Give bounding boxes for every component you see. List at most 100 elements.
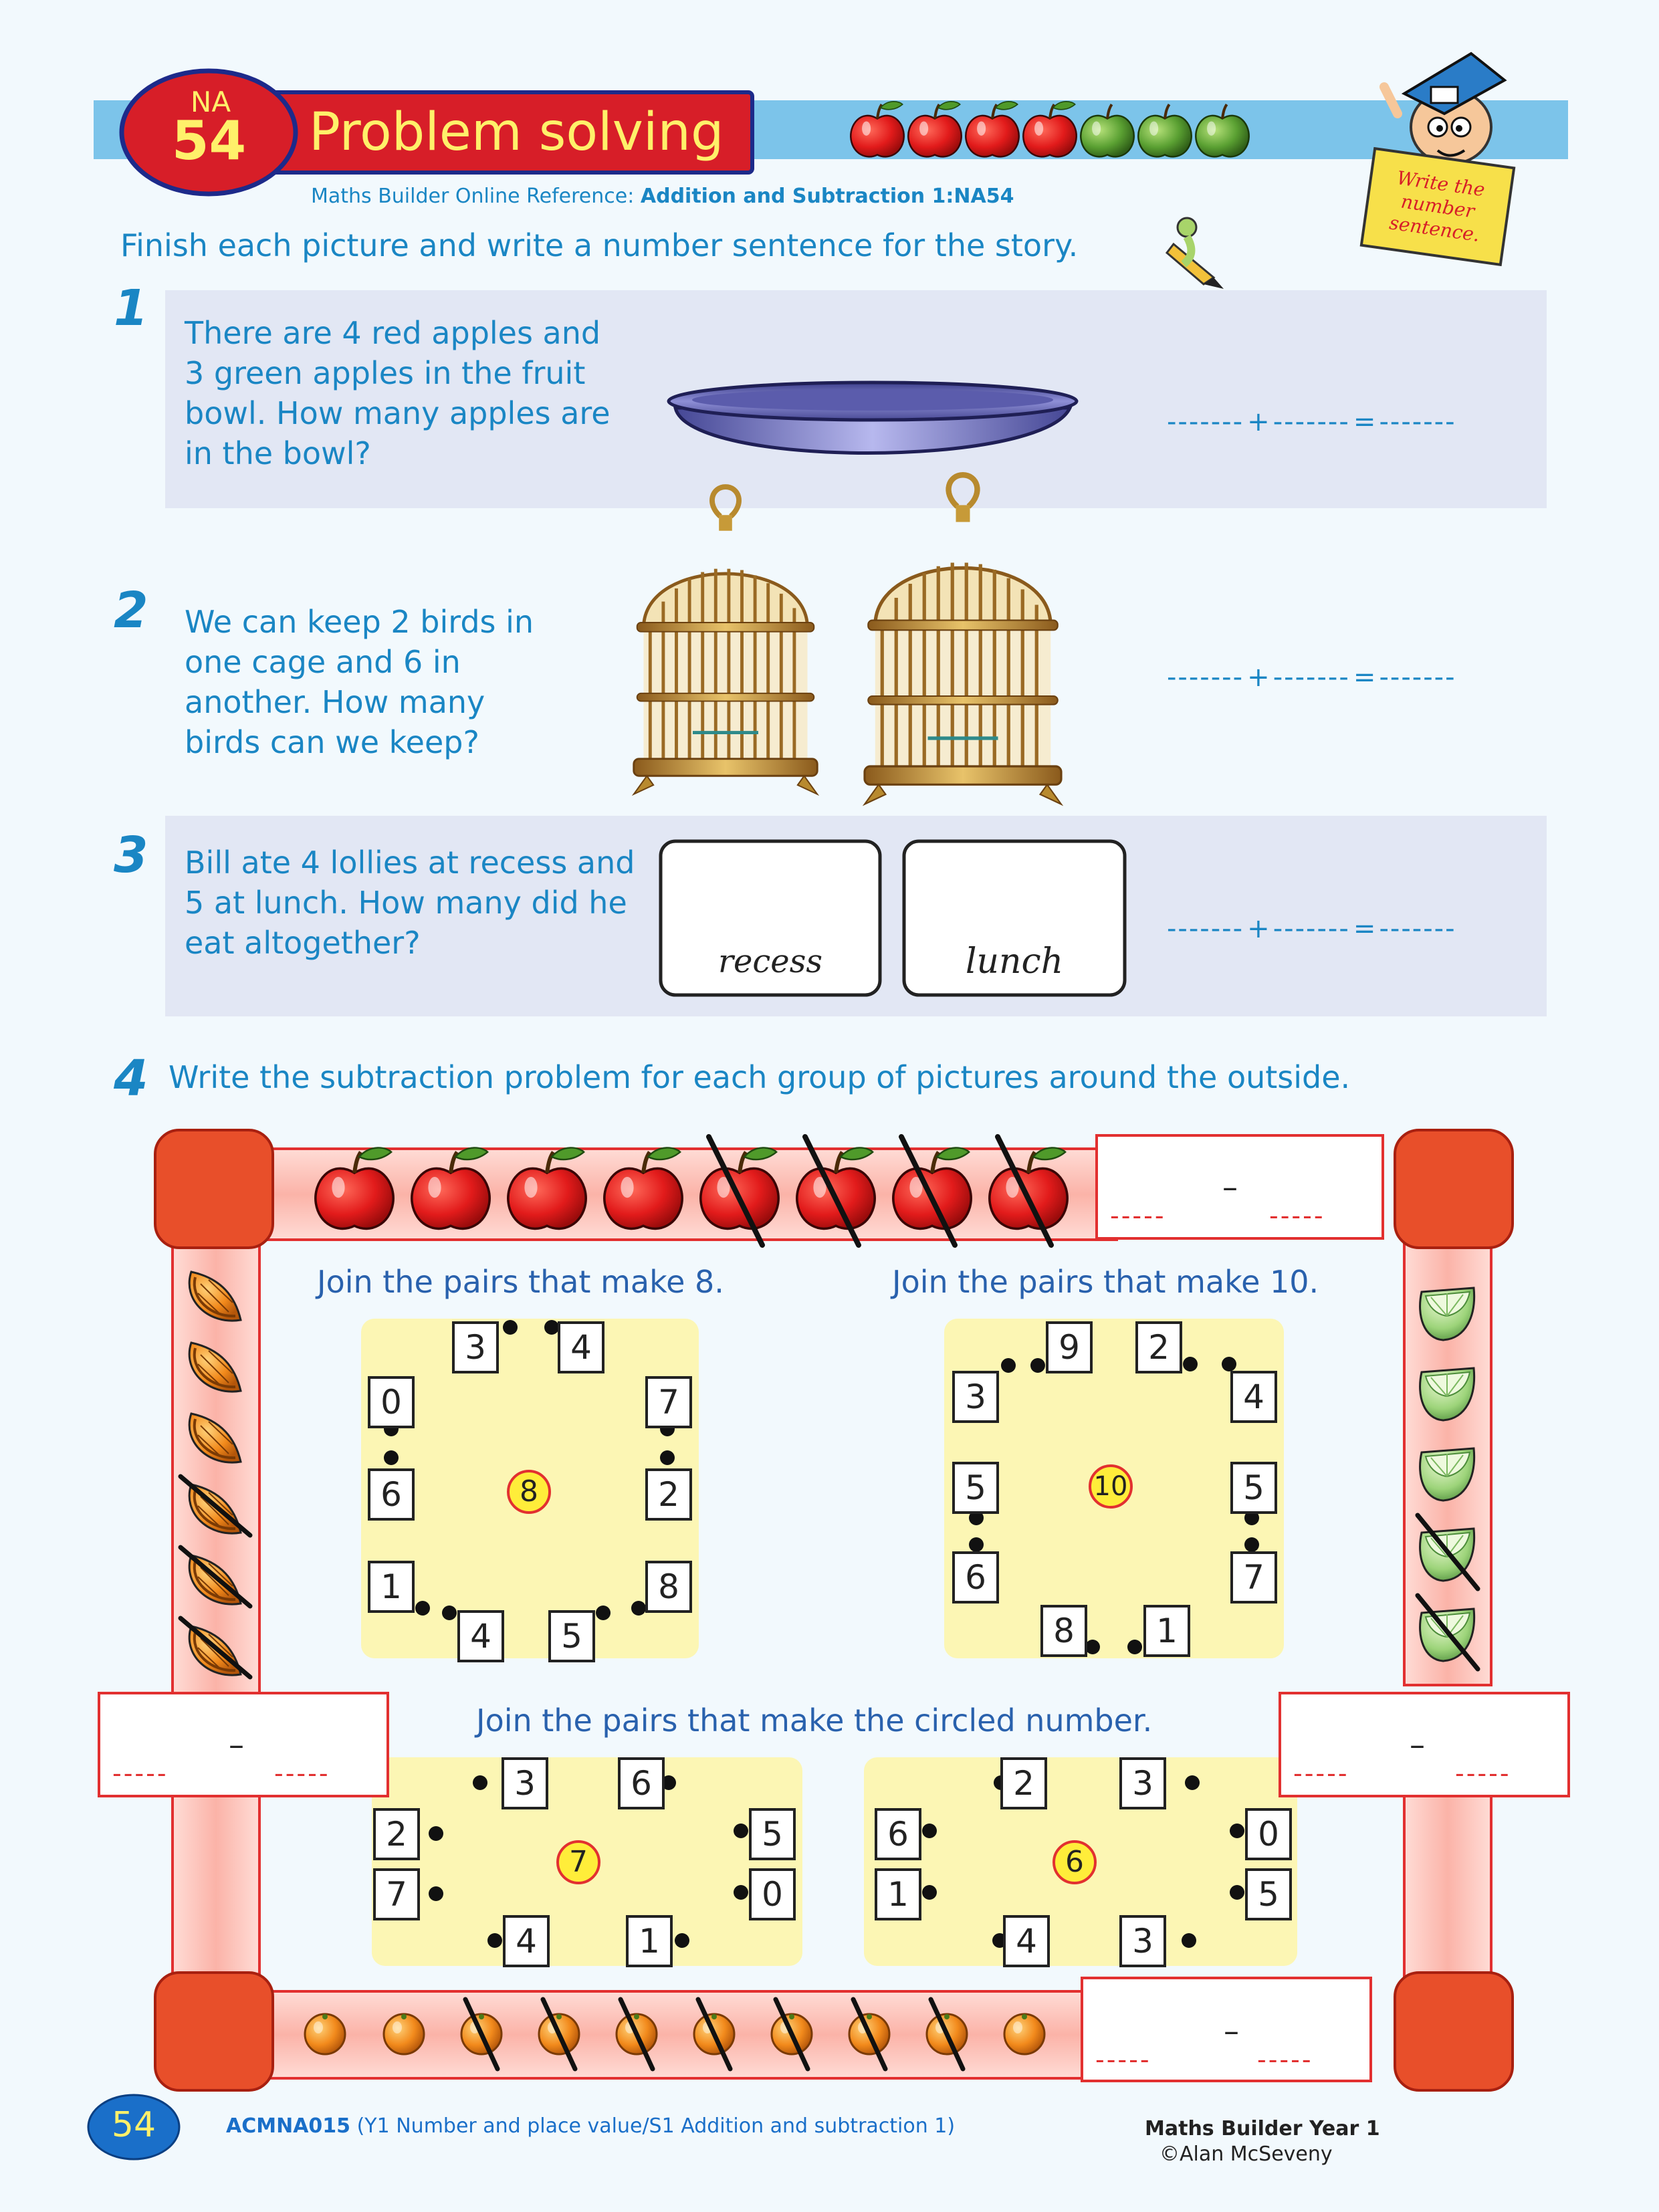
tile[interactable]: 3 xyxy=(952,1371,999,1423)
reference-code: Addition and Subtraction 1:NA54 xyxy=(640,185,1014,208)
page-number-oval xyxy=(87,2094,181,2161)
tile[interactable]: 7 xyxy=(645,1376,692,1428)
q3-number: 3 xyxy=(114,826,148,884)
blank: ------- xyxy=(1273,913,1350,944)
answer-minus-bottom: – xyxy=(1224,2013,1239,2049)
online-reference: Maths Builder Online Reference: Addition… xyxy=(311,185,1014,208)
circled-number-6: 6 xyxy=(1053,1840,1097,1884)
answer-box-right[interactable] xyxy=(1279,1692,1570,1797)
tile[interactable]: 2 xyxy=(1135,1321,1182,1373)
answer-blank: ----- xyxy=(1095,2045,1151,2074)
tile[interactable]: 4 xyxy=(558,1321,604,1373)
tile[interactable]: 6 xyxy=(368,1468,415,1521)
tile[interactable]: 1 xyxy=(368,1561,415,1613)
q1-sentence[interactable]: ------- + ------- = ------- xyxy=(1167,407,1456,437)
tile[interactable]: 3 xyxy=(502,1757,548,1809)
tile[interactable]: 8 xyxy=(1040,1605,1087,1657)
tile[interactable]: 0 xyxy=(749,1868,796,1920)
plus-sign: + xyxy=(1247,407,1270,437)
mascot-icon xyxy=(1359,51,1516,267)
answer-minus-right: – xyxy=(1410,1727,1425,1763)
tile[interactable]: 2 xyxy=(1000,1757,1047,1809)
blank: ------- xyxy=(1273,662,1350,693)
tile[interactable]: 5 xyxy=(548,1610,595,1662)
tile[interactable]: 0 xyxy=(368,1376,415,1428)
tile[interactable]: 6 xyxy=(875,1808,921,1860)
answer-blank: ----- xyxy=(1269,1201,1325,1230)
left-orange-wedges xyxy=(178,1270,253,1680)
plus-sign: + xyxy=(1247,913,1270,944)
badge-number: 54 xyxy=(171,110,247,172)
top-bar xyxy=(266,1147,1118,1241)
answer-blank: ----- xyxy=(1257,2045,1313,2074)
blank: ------- xyxy=(1379,407,1456,437)
lunch-label: lunch xyxy=(965,942,1064,982)
q4-number: 4 xyxy=(114,1050,148,1107)
q1-text: There are 4 red apples and 3 green apple… xyxy=(185,315,611,471)
tile[interactable]: 3 xyxy=(452,1321,499,1373)
equals-sign: = xyxy=(1353,913,1376,944)
tile[interactable]: 2 xyxy=(373,1808,420,1860)
curriculum-code: ACMNA015 (Y1 Number and place value/S1 A… xyxy=(226,2114,955,2138)
tile[interactable]: 1 xyxy=(626,1915,673,1967)
blank: ------- xyxy=(1379,913,1456,944)
tile[interactable]: 9 xyxy=(1046,1321,1093,1373)
answer-box-left[interactable] xyxy=(98,1692,389,1797)
tile[interactable]: 4 xyxy=(1230,1371,1277,1423)
tile[interactable]: 5 xyxy=(1245,1868,1292,1920)
recess-label: recess xyxy=(718,943,822,980)
tile[interactable]: 3 xyxy=(1119,1757,1166,1809)
tile[interactable]: 4 xyxy=(1003,1915,1050,1967)
tile[interactable]: 6 xyxy=(618,1757,665,1809)
q3-sentence[interactable]: ------- + ------- = ------- xyxy=(1167,913,1456,944)
recess-box xyxy=(659,839,882,997)
q2-sentence[interactable]: ------- + ------- = ------- xyxy=(1167,662,1456,693)
badge-oval xyxy=(119,68,298,197)
answer-box-bottom[interactable] xyxy=(1081,1977,1372,2082)
birdcage-2-icon xyxy=(858,475,1069,804)
tile[interactable]: 2 xyxy=(645,1468,692,1521)
blank: ------- xyxy=(1167,407,1244,437)
tile[interactable]: 5 xyxy=(952,1462,999,1514)
tile[interactable]: 7 xyxy=(1230,1551,1277,1603)
corner-top-right xyxy=(1394,1129,1514,1249)
circled-number-10: 10 xyxy=(1089,1464,1133,1509)
tile[interactable]: 1 xyxy=(875,1868,921,1920)
q2-text: We can keep 2 birds in one cage and 6 in… xyxy=(185,604,534,760)
page-number: 54 xyxy=(111,2105,156,2145)
corner-bottom-left xyxy=(154,1971,274,2092)
tile[interactable]: 8 xyxy=(645,1561,692,1613)
birdcage-1-icon xyxy=(627,487,824,794)
circled-number-8: 8 xyxy=(507,1470,551,1514)
tile[interactable]: 4 xyxy=(457,1610,504,1662)
blank: ------- xyxy=(1167,913,1244,944)
answer-blank: ----- xyxy=(274,1759,330,1788)
top-apples xyxy=(316,1134,1067,1248)
blank: ------- xyxy=(1167,662,1244,693)
puzzle-circled-heading: Join the pairs that make the circled num… xyxy=(476,1702,1153,1739)
code-description: (Y1 Number and place value/S1 Addition a… xyxy=(350,2114,956,2138)
tile[interactable]: 4 xyxy=(503,1915,550,1967)
answer-box-top[interactable] xyxy=(1095,1134,1384,1240)
equals-sign: = xyxy=(1353,407,1376,437)
tile[interactable]: 0 xyxy=(1245,1808,1292,1860)
right-lime-wedges xyxy=(1415,1287,1480,1672)
tile[interactable]: 6 xyxy=(952,1551,999,1603)
tile[interactable]: 5 xyxy=(1230,1462,1277,1514)
left-bar-lower xyxy=(171,1771,261,2001)
tile[interactable]: 7 xyxy=(373,1868,420,1920)
corner-top-left xyxy=(154,1129,274,1249)
tile[interactable]: 1 xyxy=(1143,1605,1190,1657)
tile[interactable]: 3 xyxy=(1119,1915,1166,1967)
plus-sign: + xyxy=(1247,662,1270,693)
tile[interactable]: 5 xyxy=(749,1808,796,1860)
q3-text: Bill ate 4 lollies at recess and 5 at lu… xyxy=(185,845,635,961)
blank: ------- xyxy=(1273,407,1350,437)
corner-bottom-right xyxy=(1394,1971,1514,2092)
book-title: Maths Builder Year 1 xyxy=(1145,2117,1380,2140)
blank: ------- xyxy=(1379,662,1456,693)
badge-na: NA xyxy=(190,86,231,118)
fruit-bowl-icon xyxy=(667,380,1079,455)
